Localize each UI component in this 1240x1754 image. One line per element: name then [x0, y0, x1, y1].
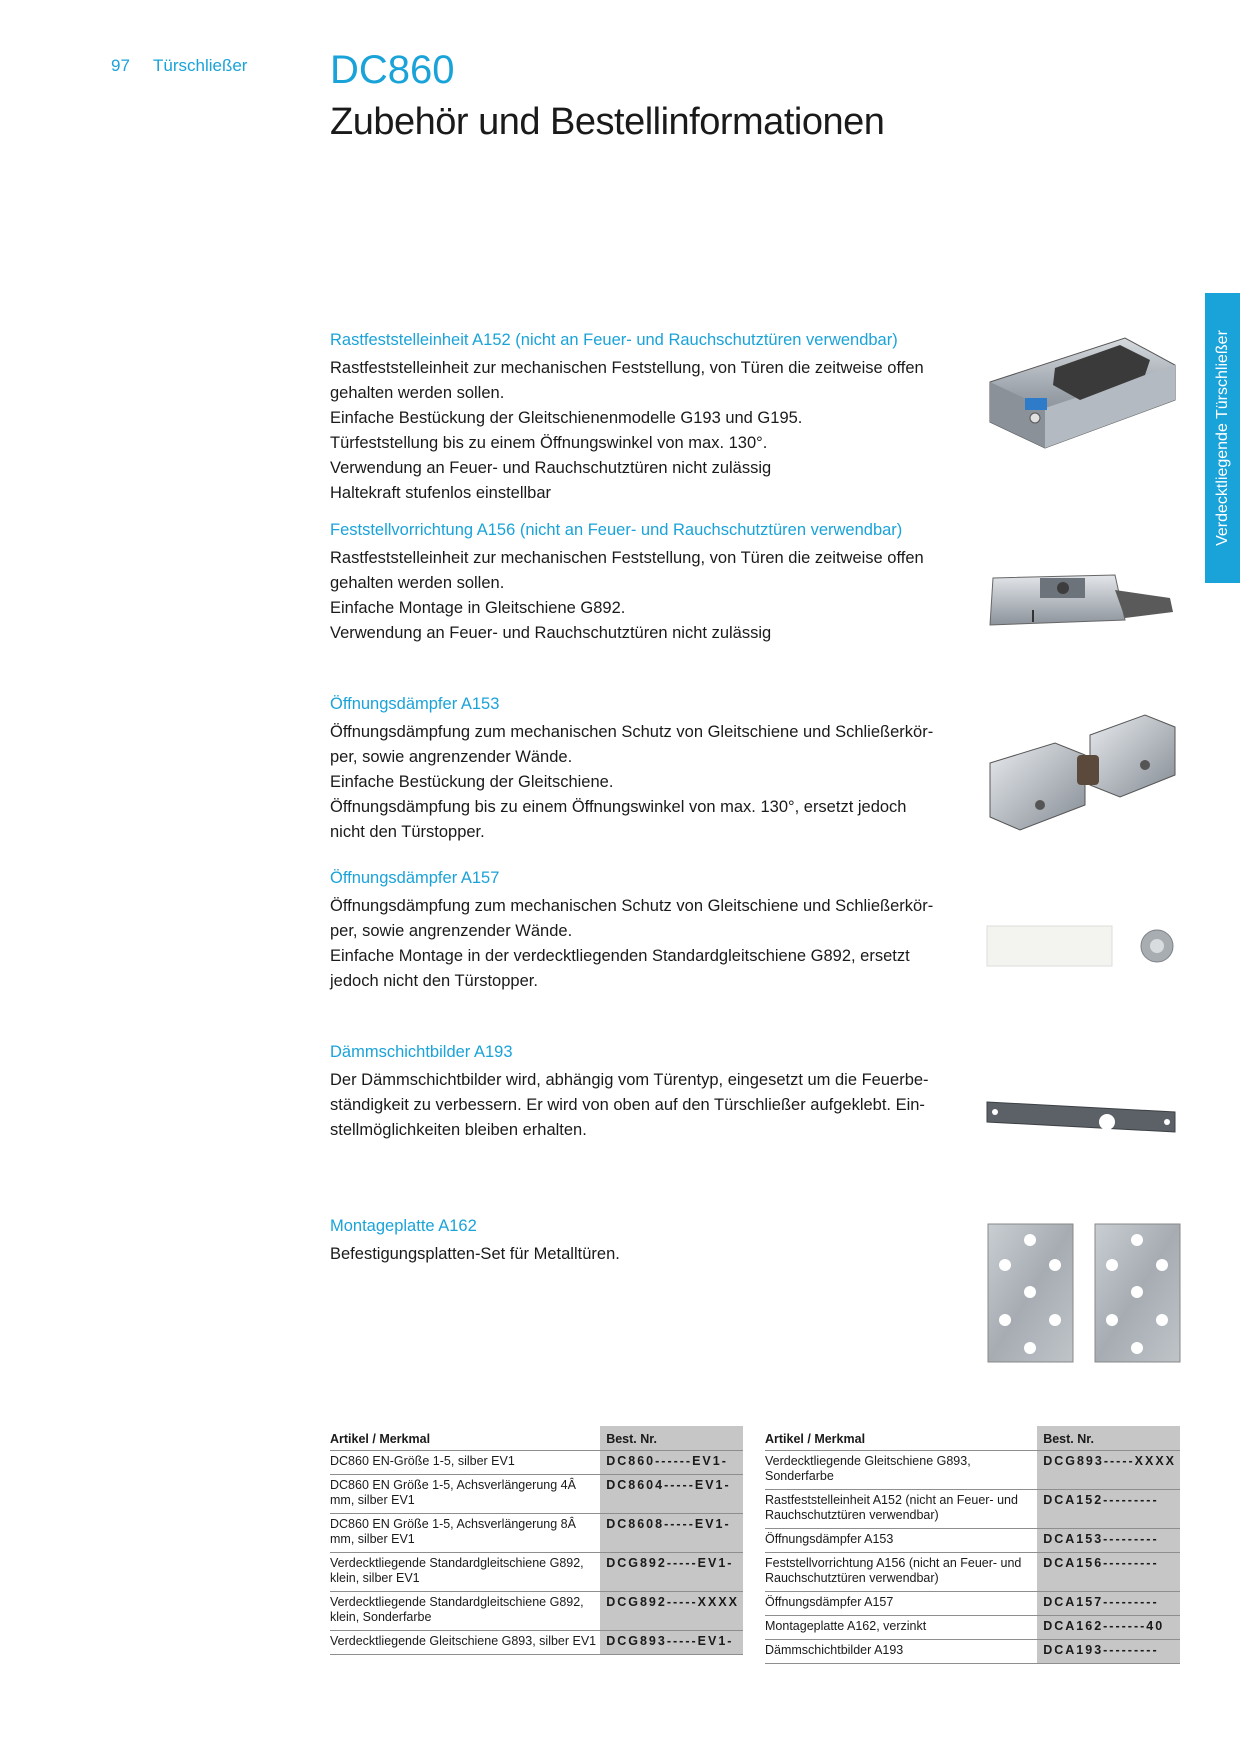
section-line: Einfache Montage in Gleitschiene G892.	[330, 599, 626, 617]
column-header-order-number: Best. Nr.	[1037, 1426, 1180, 1451]
table-row: Rastfeststelleinheit A152 (nicht an Feue…	[765, 1489, 1180, 1529]
section-line: Öffnungsdämpfung zum mechanischen Schutz…	[330, 897, 934, 915]
order-number-cell: DC860------EV1-	[600, 1450, 743, 1475]
order-number-cell: DCG892-----EV1-	[600, 1552, 743, 1592]
article-cell: DC860 EN Größe 1-5, Achsverlängerung 4Â …	[330, 1474, 601, 1514]
order-table-right: Artikel / Merkmal Best. Nr. Verdecktlieg…	[765, 1426, 1180, 1664]
category-label: Türschließer	[153, 56, 248, 75]
article-cell: Rastfeststelleinheit A152 (nicht an Feue…	[765, 1489, 1038, 1529]
section-a162: Montageplatte A162 Befestigungsplatten-S…	[330, 1214, 960, 1267]
page-number: 97	[111, 56, 130, 75]
order-number-cell: DCA193---------	[1037, 1639, 1180, 1664]
section-line: Einfache Bestückung der Gleitschienenmod…	[330, 409, 803, 427]
opening-damper-a157-image	[986, 925, 1174, 967]
table-header-row: Artikel / Merkmal Best. Nr.	[765, 1426, 1180, 1451]
article-cell: Verdecktliegende Gleitschiene G893, Sond…	[765, 1450, 1038, 1490]
page-title: DC860	[330, 48, 455, 92]
section-heading: Feststellvorrichtung A156 (nicht an Feue…	[330, 521, 903, 539]
article-cell: Montageplatte A162, verzinkt	[765, 1615, 1038, 1640]
locking-device-a156-image	[989, 574, 1173, 626]
column-header-article: Artikel / Merkmal	[765, 1432, 866, 1446]
order-number-cell: DCA156---------	[1037, 1552, 1180, 1592]
column-header-order-number: Best. Nr.	[600, 1426, 743, 1451]
section-line: gehalten werden sollen.	[330, 574, 505, 592]
section-heading: Montageplatte A162	[330, 1217, 477, 1235]
table-row: Verdecktliegende Standardgleitschiene G8…	[330, 1591, 743, 1631]
section-a156: Feststellvorrichtung A156 (nicht an Feue…	[330, 518, 960, 646]
article-cell: Verdecktliegende Gleitschiene G893, silb…	[330, 1630, 601, 1655]
section-a157: Öffnungsdämpfer A157 Öffnungsdämpfung zu…	[330, 866, 960, 994]
section-line: Verwendung an Feuer- und Rauchschutztüre…	[330, 624, 772, 642]
section-line: gehalten werden sollen.	[330, 384, 505, 402]
table-row: Verdecktliegende Standardgleitschiene G8…	[330, 1552, 743, 1592]
order-number-cell: DCA152---------	[1037, 1489, 1180, 1529]
section-line: Öffnungsdämpfung zum mechanischen Schutz…	[330, 723, 934, 741]
table-row: Feststellvorrichtung A156 (nicht an Feue…	[765, 1552, 1180, 1592]
section-line: ständigkeit zu verbessern. Er wird von o…	[330, 1096, 925, 1114]
table-row: Verdecktliegende Gleitschiene G893, Sond…	[765, 1450, 1180, 1490]
article-cell: Dämmschichtbilder A193	[765, 1639, 1038, 1664]
order-number-cell: DCA157---------	[1037, 1591, 1180, 1616]
section-line: jedoch nicht den Türstopper.	[330, 972, 538, 990]
order-number-cell: DCG892-----XXXX	[600, 1591, 743, 1631]
section-heading: Öffnungsdämpfer A157	[330, 869, 500, 887]
section-line: per, sowie angrenzender Wände.	[330, 922, 573, 940]
mounting-plate-a162-image	[987, 1223, 1181, 1363]
section-line: per, sowie angrenzender Wände.	[330, 748, 573, 766]
latch-unit-a152-image	[989, 337, 1176, 449]
article-cell: Öffnungsdämpfer A157	[765, 1591, 1038, 1616]
table-row: DC860 EN Größe 1-5, Achsverlängerung 8Â …	[330, 1513, 743, 1553]
order-number-cell: DCA153---------	[1037, 1528, 1180, 1553]
section-heading: Öffnungsdämpfer A153	[330, 695, 500, 713]
order-number-cell: DCA162-------40	[1037, 1615, 1180, 1640]
order-number-cell: DC8608-----EV1-	[600, 1513, 743, 1553]
table-row: DC860 EN Größe 1-5, Achsverlängerung 4Â …	[330, 1474, 743, 1514]
section-line: Verwendung an Feuer- und Rauchschutztüre…	[330, 459, 772, 477]
section-a152: Rastfeststelleinheit A152 (nicht an Feue…	[330, 328, 960, 506]
order-number-cell: DCG893-----XXXX	[1037, 1450, 1180, 1490]
table-header-row: Artikel / Merkmal Best. Nr.	[330, 1426, 743, 1451]
order-table-left: Artikel / Merkmal Best. Nr. DC860 EN-Grö…	[330, 1426, 743, 1655]
article-cell: Feststellvorrichtung A156 (nicht an Feue…	[765, 1552, 1038, 1592]
side-tab[interactable]: Verdecktliegende Türschließer	[1205, 293, 1240, 583]
section-line: Einfache Montage in der verdecktliegende…	[330, 947, 910, 965]
article-cell: Verdecktliegende Standardgleitschiene G8…	[330, 1552, 601, 1592]
section-a193: Dämmschichtbilder A193 Der Dämmschichtbi…	[330, 1040, 960, 1143]
page-subtitle: Zubehör und Bestellinformationen	[330, 101, 885, 143]
section-line: nicht den Türstopper.	[330, 823, 485, 841]
section-line: Türfeststellung bis zu einem Öffnungswin…	[330, 434, 768, 452]
section-line: Der Dämmschichtbilder wird, abhängig vom…	[330, 1071, 929, 1089]
section-heading: Dämmschichtbilder A193	[330, 1043, 513, 1061]
section-line: Rastfeststelleinheit zur mechanischen Fe…	[330, 359, 924, 377]
order-number-cell: DCG893-----EV1-	[600, 1630, 743, 1655]
article-cell: DC860 EN Größe 1-5, Achsverlängerung 8Â …	[330, 1513, 601, 1553]
section-line: Rastfeststelleinheit zur mechanischen Fe…	[330, 549, 924, 567]
section-line: Haltekraft stufenlos einstellbar	[330, 484, 552, 502]
section-line: stellmöglichkeiten bleiben erhalten.	[330, 1121, 587, 1139]
article-cell: Verdecktliegende Standardgleitschiene G8…	[330, 1591, 601, 1631]
intumescent-strip-a193-image	[986, 1101, 1176, 1133]
order-number-cell: DC8604-----EV1-	[600, 1474, 743, 1514]
section-a153: Öffnungsdämpfer A153 Öffnungsdämpfung zu…	[330, 692, 960, 845]
column-header-article: Artikel / Merkmal	[330, 1432, 431, 1446]
section-line: Befestigungsplatten-Set für Metalltüren.	[330, 1245, 620, 1263]
article-cell: Öffnungsdämpfer A153	[765, 1528, 1038, 1553]
side-tab-label: Verdecktliegende Türschließer	[1213, 330, 1231, 546]
opening-damper-a153-image	[989, 714, 1176, 831]
section-line: Öffnungsdämpfung bis zu einem Öffnungswi…	[330, 798, 907, 816]
section-heading: Rastfeststelleinheit A152 (nicht an Feue…	[330, 331, 898, 349]
section-line: Einfache Bestückung der Gleitschiene.	[330, 773, 614, 791]
article-cell: DC860 EN-Größe 1-5, silber EV1	[330, 1450, 601, 1475]
table-row: Verdecktliegende Gleitschiene G893, silb…	[330, 1630, 743, 1655]
